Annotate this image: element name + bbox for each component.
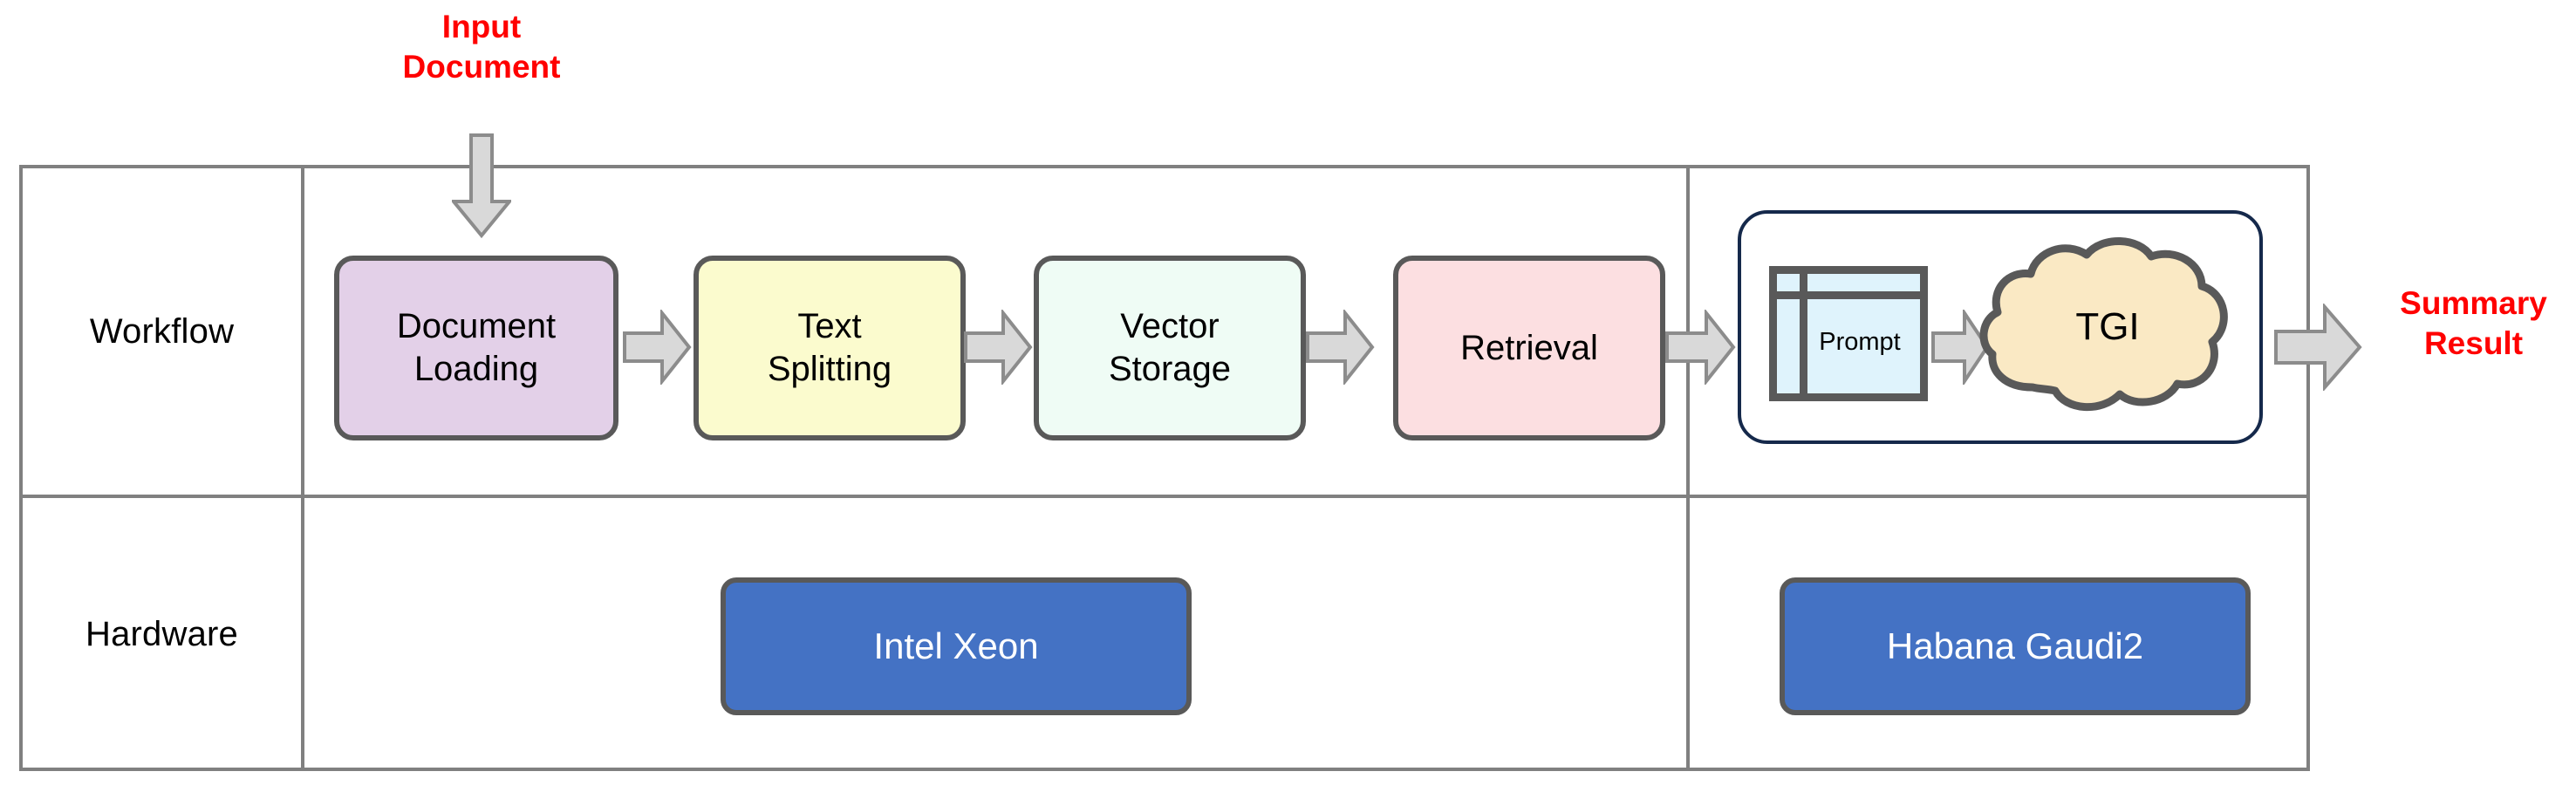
input-annotation-line1: Input [441, 9, 522, 44]
summary-annotation-line1: Summary [2400, 285, 2547, 321]
row-label-hardware: Hardware [85, 615, 238, 653]
stage-label-retrieval: Retrieval [1460, 328, 1598, 367]
arrow-retrieval-to-prompt-icon [1664, 310, 1736, 385]
hardware-box-intel-xeon[interactable]: Intel Xeon [721, 577, 1192, 715]
summary-annotation-line2: Result [2423, 325, 2524, 362]
stage-label-vector-storage-line1: Vector [1120, 307, 1220, 346]
prompt-icon-header-divider [1777, 291, 1920, 299]
hardware-label-intel-xeon: Intel Xeon [873, 625, 1039, 666]
arrow-input-to-document-loading-icon [452, 133, 511, 238]
stage-box-text-splitting[interactable]: Text Splitting [694, 256, 966, 440]
diagram-table-frame [19, 165, 2310, 771]
arrow-document-loading-to-text-splitting-icon [622, 310, 692, 385]
stage-box-retrieval[interactable]: Retrieval [1393, 256, 1665, 440]
stage-box-document-loading[interactable]: Document Loading [334, 256, 618, 440]
tgi-cloud-icon[interactable]: TGI [1978, 232, 2231, 422]
input-document-annotation: Input Document [351, 0, 612, 88]
stage-label-document-loading-line1: Document [396, 307, 557, 346]
arrow-prompt-to-tgi-icon [1930, 310, 1990, 385]
prompt-icon-column-divider [1800, 274, 1807, 393]
stage-label-vector-storage-line2: Storage [1108, 350, 1232, 388]
stage-box-vector-storage[interactable]: Vector Storage [1034, 256, 1306, 440]
stage-label-document-loading-line2: Loading [413, 350, 539, 388]
table-column-divider-left [301, 165, 304, 771]
hardware-label-habana-gaudi2: Habana Gaudi2 [1886, 625, 2144, 666]
arrow-text-splitting-to-vector-storage-icon [963, 310, 1033, 385]
stage-label-text-splitting-line1: Text [797, 307, 862, 346]
summary-result-annotation: Summary Result [2371, 283, 2576, 365]
row-label-workflow: Workflow [89, 311, 235, 351]
hardware-box-habana-gaudi2[interactable]: Habana Gaudi2 [1780, 577, 2251, 715]
table-row-divider [19, 495, 2310, 498]
arrow-vector-storage-to-retrieval-icon [1305, 310, 1375, 385]
prompt-table-icon[interactable]: Prompt [1769, 266, 1928, 401]
input-annotation-line2: Document [402, 49, 561, 85]
prompt-label: Prompt [1819, 328, 1901, 356]
arrow-tgi-to-summary-result-icon [2273, 304, 2362, 391]
table-column-divider-right [1686, 165, 1690, 771]
tgi-label: TGI [2075, 305, 2140, 348]
stage-label-text-splitting-line2: Splitting [767, 350, 892, 388]
